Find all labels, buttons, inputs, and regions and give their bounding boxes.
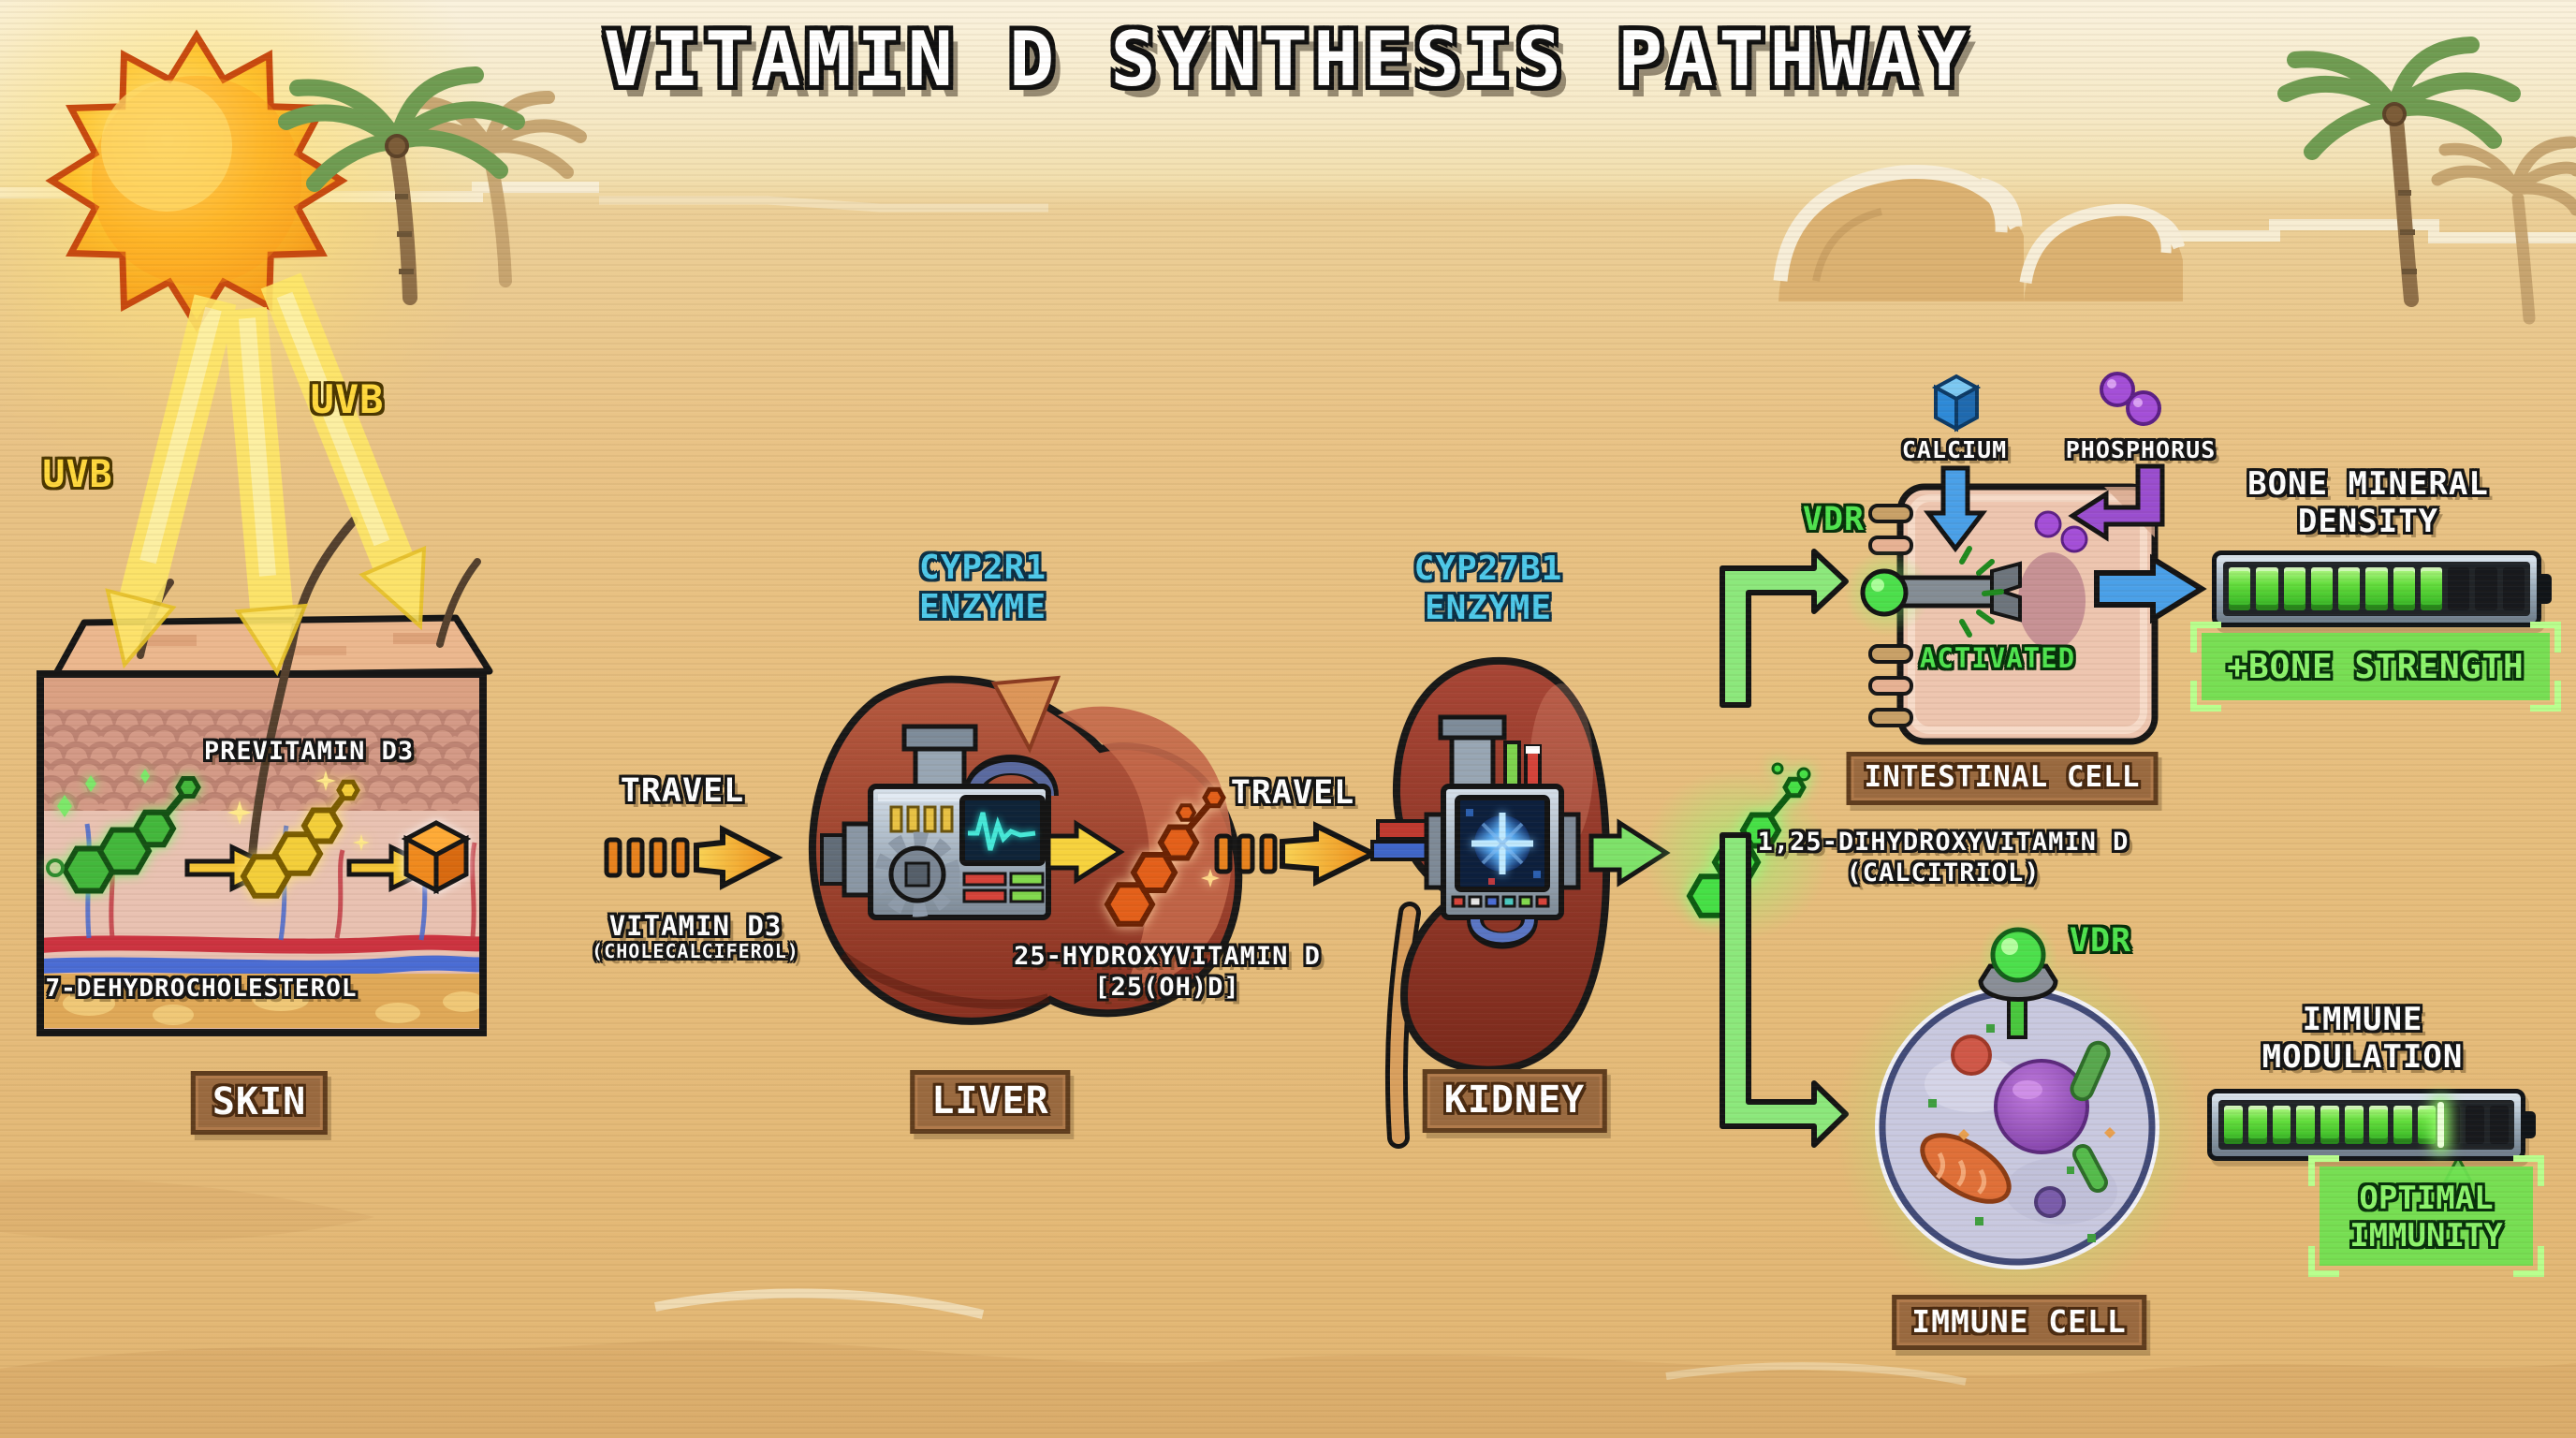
bracket-icon [2530,681,2561,712]
palm-tree-icon-left [278,66,587,305]
meter-segment [2256,567,2278,610]
meter-segment [2310,567,2334,610]
kidney-out-arrow [1588,818,1671,888]
meter-segment [2393,1106,2412,1144]
immune-cell-badge: IMMUNE CELL [1892,1295,2146,1350]
meter-segment [2338,567,2361,610]
liver-enzyme-machine [820,724,1059,920]
calcium-cube-icon [1931,374,1982,433]
branch-arrows [1720,549,1849,1148]
travel-label-1: TRAVEL [620,772,745,810]
vitamin-d3-cube-icon [401,820,472,895]
intestinal-cell-badge: INTESTINAL CELL [1846,752,2159,805]
meter-segment [2417,1106,2437,1144]
meter-segment [2502,567,2525,610]
phosphorus-label: PHOSPHORUS [2065,436,2217,463]
meter-segment [2441,1106,2461,1144]
phosphorus-icon [2100,372,2161,426]
bone-density-label-1: BONE MINERAL [2247,465,2489,503]
cyp2r1-label: CYP2R1 [918,549,1047,587]
meter-segment [2224,1106,2243,1144]
uvb-label-left: UVB [42,453,113,496]
uvb-label-right: UVB [310,376,385,422]
meter-segment [2420,567,2443,610]
sand-waves [0,1179,2576,1438]
vdr-label-intestinal: VDR [1802,501,1866,538]
travel-label-2: TRAVEL [1230,774,1355,812]
bracket-icon [2190,681,2221,712]
7dhc-label: 7-DEHYDROCHOLESTEROL [45,975,358,1003]
25ohd-label-1: 25-HYDROXYVITAMIN D [1014,942,1321,971]
bracket-icon [2308,1155,2339,1186]
cholecalciferol-label: (CHOLECALCIFEROL) [592,940,799,962]
meter-segment [2296,1106,2316,1144]
bracket-icon [2513,1246,2544,1277]
bracket-icon [2190,622,2221,653]
intestinal-cell [1844,372,2207,745]
calcium-label: CALCIUM [1901,436,2008,463]
vitamin-d3-label: VITAMIN D3 [608,910,783,942]
bracket-icon [2308,1246,2339,1277]
cyp27b1-enzyme-label: ENZYME [1424,589,1553,627]
meter-segment [2247,1106,2267,1144]
25ohd-molecule-icon [1104,786,1226,927]
bone-strength-badge: +BONE STRENGTH [2190,622,2561,712]
bracket-icon [2513,1155,2544,1186]
bone-density-meter [2212,550,2552,627]
to-bone-arrow [2094,553,2207,624]
calcitriol-label-2: (CALCITRIOL) [1846,858,2041,888]
liver-out-arrow [1046,819,1125,885]
travel-arrow-1 [604,825,783,890]
charge-indicator [2437,1102,2444,1148]
vdr-label-immune: VDR [2069,922,2132,960]
meter-segment [2393,567,2415,610]
cyp2r1-enzyme-label: ENZYME [918,588,1047,626]
immune-modulation-meter [2207,1089,2536,1161]
travel-arrow-2 [1214,821,1380,887]
optimal-immunity-badge: OPTIMAL IMMUNITY [2308,1155,2544,1277]
meter-segment [2320,1106,2340,1144]
uvb-beam-icons [105,272,427,677]
liver-badge: LIVER [910,1070,1071,1134]
dhc-molecule-icon [46,769,201,894]
meter-segment [2365,567,2388,610]
25ohd-label-2: [25(OH)D] [1094,973,1240,1002]
immune-modulation-label-2: MODULATION [2261,1038,2464,1076]
meter-segment [2475,567,2497,610]
bone-meter-track [2223,562,2530,616]
skin-badge: SKIN [190,1071,329,1135]
cyp27b1-label: CYP27B1 [1413,550,1563,588]
calcitriol-label-1: 1,25-DIHYDROXYVITAMIN D [1757,828,2130,857]
calcium-arrow [1923,465,1988,553]
phosphorus-arrow [2068,463,2165,542]
meter-segment [2368,1106,2388,1144]
meter-segment [2283,567,2305,610]
bone-density-label-2: DENSITY [2297,503,2439,540]
page-title: VITAMIN D SYNTHESIS PATHWAY [603,16,1973,103]
kidney-badge: KIDNEY [1422,1069,1607,1133]
palm-tree-icon-right [2277,37,2576,325]
meter-segment [2448,567,2470,610]
bracket-icon [2530,622,2561,653]
meter-segment [2272,1106,2291,1144]
previtamin-d3-label: PREVITAMIN D3 [203,737,415,766]
meter-segment [2345,1106,2364,1144]
immune-meter-track [2218,1100,2514,1150]
immune-cell [1835,917,2200,1310]
meter-segment [2229,567,2251,610]
kidney-enzyme-machine [1424,714,1581,949]
meter-segment [2466,1106,2485,1144]
activated-label: ACTIVATED [1919,642,2076,674]
meter-segment [2490,1106,2509,1144]
immune-modulation-label-1: IMMUNE [2302,1001,2423,1038]
wave-icon [1773,164,2186,301]
previtamin-molecule-icon [227,770,370,899]
